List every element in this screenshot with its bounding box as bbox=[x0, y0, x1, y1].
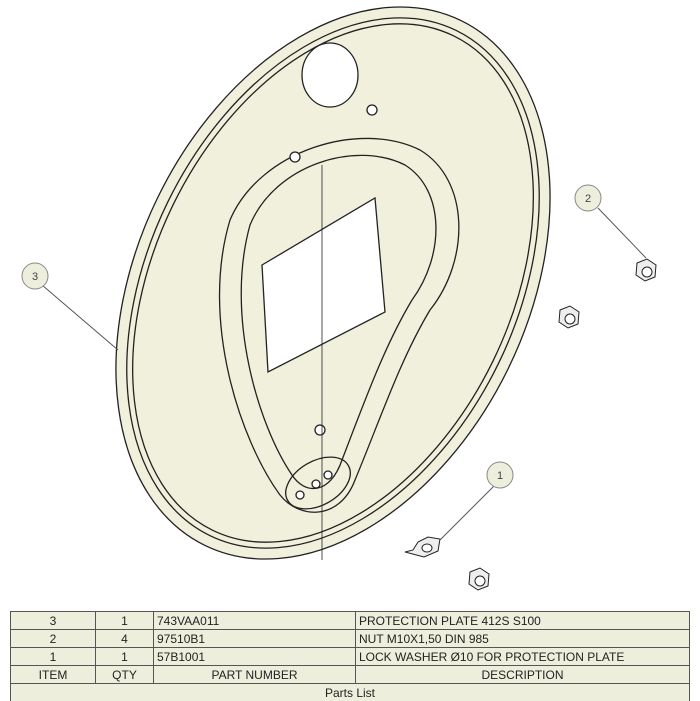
header-qty: QTY bbox=[96, 666, 154, 684]
balloon-3: 3 bbox=[22, 263, 118, 350]
table-title-row: Parts List bbox=[11, 684, 690, 701]
table-row: 3 1 743VAA011 PROTECTION PLATE 412S S100 bbox=[11, 612, 690, 630]
table-row: 2 4 97510B1 NUT M10X1,50 DIN 985 bbox=[11, 630, 690, 648]
balloon-2: 2 bbox=[575, 185, 646, 258]
part-number-cell: 743VAA011 bbox=[154, 612, 356, 630]
header-item: ITEM bbox=[11, 666, 96, 684]
item-cell: 3 bbox=[11, 612, 96, 630]
header-description: DESCRIPTION bbox=[356, 666, 690, 684]
table-row: 1 1 57B1001 LOCK WASHER Ø10 FOR PROTECTI… bbox=[11, 648, 690, 666]
part-number-cell: 97510B1 bbox=[154, 630, 356, 648]
description-cell: LOCK WASHER Ø10 FOR PROTECTION PLATE bbox=[356, 648, 690, 666]
qty-cell: 1 bbox=[96, 648, 154, 666]
svg-text:3: 3 bbox=[32, 271, 38, 283]
parts-list-table: 3 1 743VAA011 PROTECTION PLATE 412S S100… bbox=[10, 611, 690, 701]
item-cell: 2 bbox=[11, 630, 96, 648]
item-cell: 1 bbox=[11, 648, 96, 666]
svg-text:1: 1 bbox=[497, 470, 503, 482]
nut[interactable] bbox=[469, 568, 489, 590]
nut[interactable] bbox=[636, 259, 656, 281]
nut[interactable] bbox=[559, 306, 579, 328]
description-cell: NUT M10X1,50 DIN 985 bbox=[356, 630, 690, 648]
round-cutout bbox=[302, 43, 358, 107]
svg-text:2: 2 bbox=[585, 193, 591, 205]
qty-cell: 1 bbox=[96, 612, 154, 630]
qty-cell: 4 bbox=[96, 630, 154, 648]
balloon-1: 1 bbox=[440, 462, 513, 540]
description-cell: PROTECTION PLATE 412S S100 bbox=[356, 612, 690, 630]
exploded-view-drawing: 1 2 3 bbox=[0, 0, 700, 610]
parts-list-title: Parts List bbox=[11, 684, 690, 701]
protection-plate bbox=[30, 0, 637, 610]
header-part-number: PART NUMBER bbox=[154, 666, 356, 684]
lock-washer[interactable] bbox=[405, 537, 440, 557]
part-number-cell: 57B1001 bbox=[154, 648, 356, 666]
table-header-row: ITEM QTY PART NUMBER DESCRIPTION bbox=[11, 666, 690, 684]
